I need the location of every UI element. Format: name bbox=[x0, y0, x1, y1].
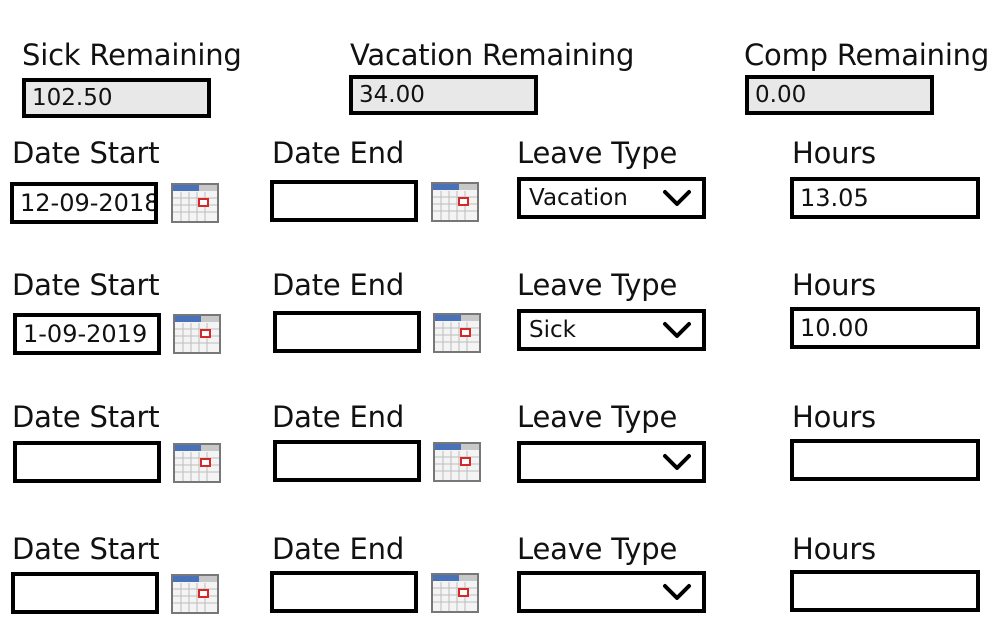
calendar-icon[interactable] bbox=[173, 314, 221, 354]
calendar-icon[interactable] bbox=[433, 442, 481, 482]
calendar-icon[interactable] bbox=[431, 182, 479, 222]
leave-type-select-1[interactable]: Vacation bbox=[517, 177, 706, 219]
date-start-input-4[interactable] bbox=[11, 572, 159, 614]
comp-remaining-label: Comp Remaining bbox=[744, 38, 990, 72]
date-end-input-4[interactable] bbox=[270, 571, 418, 613]
chevron-down-icon bbox=[663, 322, 691, 338]
date-end-input-2[interactable] bbox=[273, 311, 421, 353]
date-end-label: Date End bbox=[272, 136, 405, 170]
leave-type-select-3[interactable] bbox=[517, 441, 706, 483]
calendar-icon[interactable] bbox=[171, 183, 219, 223]
date-start-label: Date Start bbox=[12, 400, 160, 434]
leave-type-selected-value: Sick bbox=[529, 317, 576, 343]
hours-label: Hours bbox=[792, 268, 876, 302]
leave-type-selected-value: Vacation bbox=[529, 185, 628, 211]
hours-label: Hours bbox=[792, 532, 876, 566]
date-start-input-2[interactable]: 1-09-2019 bbox=[13, 313, 161, 355]
leave-type-select-2[interactable]: Sick bbox=[517, 309, 706, 351]
chevron-down-icon bbox=[663, 190, 691, 206]
sick-remaining-label: Sick Remaining bbox=[22, 38, 242, 72]
date-end-input-1[interactable] bbox=[270, 180, 418, 222]
vacation-remaining-label: Vacation Remaining bbox=[350, 38, 635, 72]
leave-type-label: Leave Type bbox=[517, 136, 678, 170]
date-start-label: Date Start bbox=[12, 268, 160, 302]
date-start-label: Date Start bbox=[12, 136, 160, 170]
date-end-input-3[interactable] bbox=[273, 440, 421, 482]
date-end-label: Date End bbox=[272, 268, 405, 302]
date-start-input-3[interactable] bbox=[13, 441, 161, 483]
hours-label: Hours bbox=[792, 136, 876, 170]
date-end-label: Date End bbox=[272, 532, 405, 566]
comp-remaining-value: 0.00 bbox=[745, 75, 934, 115]
hours-input-3[interactable] bbox=[790, 439, 980, 481]
leave-type-label: Leave Type bbox=[517, 268, 678, 302]
date-start-label: Date Start bbox=[12, 532, 160, 566]
hours-input-2[interactable]: 10.00 bbox=[790, 307, 980, 349]
hours-input-1[interactable]: 13.05 bbox=[790, 177, 980, 219]
date-start-input-1[interactable]: 12-09-2018 bbox=[10, 182, 158, 224]
hours-input-4[interactable] bbox=[790, 570, 980, 612]
chevron-down-icon bbox=[663, 584, 691, 600]
date-end-label: Date End bbox=[272, 400, 405, 434]
leave-type-label: Leave Type bbox=[517, 532, 678, 566]
calendar-icon[interactable] bbox=[433, 313, 481, 353]
vacation-remaining-value: 34.00 bbox=[349, 75, 538, 115]
sick-remaining-value: 102.50 bbox=[22, 78, 211, 118]
chevron-down-icon bbox=[663, 454, 691, 470]
calendar-icon[interactable] bbox=[171, 574, 219, 614]
calendar-icon[interactable] bbox=[431, 573, 479, 613]
leave-type-label: Leave Type bbox=[517, 400, 678, 434]
calendar-icon[interactable] bbox=[173, 443, 221, 483]
hours-label: Hours bbox=[792, 400, 876, 434]
leave-type-select-4[interactable] bbox=[517, 571, 706, 613]
